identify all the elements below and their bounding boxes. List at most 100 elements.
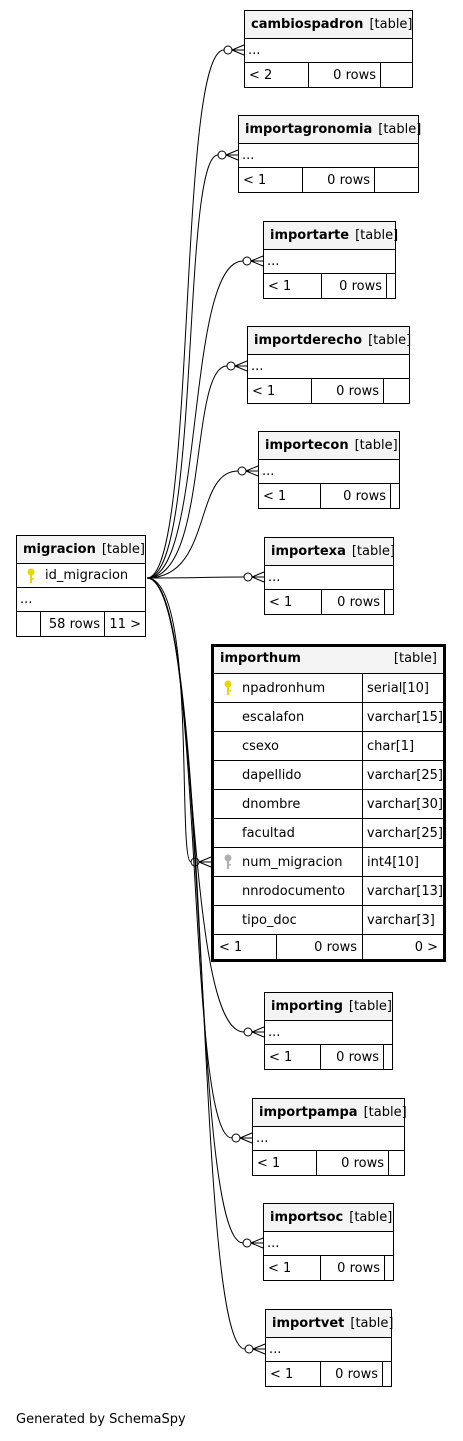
placeholder-row: ... bbox=[259, 460, 399, 484]
footer-rows: 0 rows bbox=[322, 590, 385, 614]
crows-foot-icon bbox=[225, 149, 239, 161]
table-header: importarte[table] bbox=[264, 222, 398, 250]
footer-children bbox=[384, 379, 409, 403]
placeholder-row: ... bbox=[245, 39, 412, 63]
footer-children bbox=[384, 1045, 392, 1069]
relationship-line bbox=[146, 154, 219, 579]
table-header: migracion [table] bbox=[17, 536, 145, 564]
relationship-line bbox=[146, 49, 225, 579]
optional-circle-icon bbox=[242, 256, 252, 266]
column-row: escalafon varchar[15] bbox=[214, 703, 443, 732]
placeholder-row: ... bbox=[239, 144, 418, 168]
footer-children bbox=[385, 590, 393, 614]
footer-parents: < 1 bbox=[239, 168, 303, 192]
table-header: cambiospadron[table] bbox=[245, 11, 413, 39]
optional-circle-icon bbox=[242, 1238, 252, 1248]
footer-children bbox=[385, 1256, 393, 1280]
column-row: npadronhum serial[10] bbox=[214, 674, 443, 703]
relationship-line bbox=[146, 577, 246, 1350]
table-type: [table] bbox=[378, 122, 422, 137]
optional-circle-icon bbox=[223, 45, 233, 55]
footer-parents: < 1 bbox=[214, 935, 277, 959]
footer-children bbox=[381, 63, 412, 87]
crows-foot-icon bbox=[250, 255, 264, 267]
footer-children bbox=[391, 484, 399, 508]
crows-foot-icon bbox=[251, 571, 265, 583]
column-name: escalafon bbox=[242, 709, 305, 725]
column-type: varchar[3] bbox=[367, 912, 435, 928]
column-type: int4[10] bbox=[367, 854, 419, 870]
table-header: importecon[table] bbox=[259, 432, 399, 460]
table-name: importsoc bbox=[270, 1210, 344, 1225]
footer-parents: < 1 bbox=[265, 590, 322, 614]
table-header: importagronomia[table] bbox=[239, 116, 422, 144]
column-type: char[1] bbox=[367, 738, 415, 754]
table-type: [table] bbox=[354, 438, 398, 453]
column-type: varchar[15] bbox=[366, 709, 443, 725]
footer-children bbox=[389, 1151, 404, 1175]
footer-rows: 0 rows bbox=[303, 168, 375, 192]
footer-rows: 0 rows bbox=[321, 1362, 383, 1386]
table-type: [table] bbox=[349, 1210, 393, 1225]
footer-parents: < 1 bbox=[264, 274, 322, 298]
column-name: dnombre bbox=[242, 796, 301, 812]
table-type: [table] bbox=[101, 542, 145, 557]
footer-parents bbox=[17, 612, 41, 636]
crows-foot-icon bbox=[245, 465, 259, 477]
column-name: npadronhum bbox=[242, 680, 326, 696]
crows-foot-icon bbox=[198, 856, 212, 868]
crows-foot-icon bbox=[250, 1237, 264, 1249]
table-name: importing bbox=[271, 999, 343, 1014]
footer-parents: < 1 bbox=[248, 379, 312, 403]
table-name: importarte bbox=[270, 228, 350, 243]
table-type: [table] bbox=[351, 544, 395, 559]
table-name: migracion bbox=[23, 542, 96, 557]
table-name: importderecho bbox=[254, 333, 363, 348]
table-name: importpampa bbox=[259, 1105, 358, 1120]
column-type: varchar[25] bbox=[366, 825, 443, 841]
column-type: serial[10] bbox=[367, 680, 429, 696]
crows-foot-icon bbox=[252, 1343, 266, 1355]
footer-children bbox=[383, 1362, 391, 1386]
optional-circle-icon bbox=[217, 150, 227, 160]
placeholder-row: ... bbox=[266, 1338, 391, 1362]
crows-foot-icon bbox=[234, 360, 248, 372]
relationship-line bbox=[146, 365, 228, 579]
table-header: importpampa[table] bbox=[253, 1099, 407, 1127]
column-row: id_migracion bbox=[17, 564, 145, 588]
footer-children: 0 > bbox=[414, 939, 438, 955]
table-header: importvet[table] bbox=[266, 1310, 393, 1338]
table-type: [table] bbox=[369, 17, 413, 32]
footer-parents: < 1 bbox=[266, 1362, 322, 1386]
table-header: importderecho[table] bbox=[248, 327, 411, 355]
column-name: csexo bbox=[242, 738, 279, 754]
table-type: [table] bbox=[348, 999, 392, 1014]
table-name: importhum bbox=[220, 651, 301, 666]
table-migracion[interactable]: migracion [table] id_migracion ... 58 ro… bbox=[16, 535, 146, 637]
column-name: nnrodocumento bbox=[242, 883, 346, 899]
placeholder-row: ... bbox=[17, 588, 145, 612]
footer-rows: 0 rows bbox=[309, 63, 381, 87]
footer-parents: < 1 bbox=[259, 484, 322, 508]
